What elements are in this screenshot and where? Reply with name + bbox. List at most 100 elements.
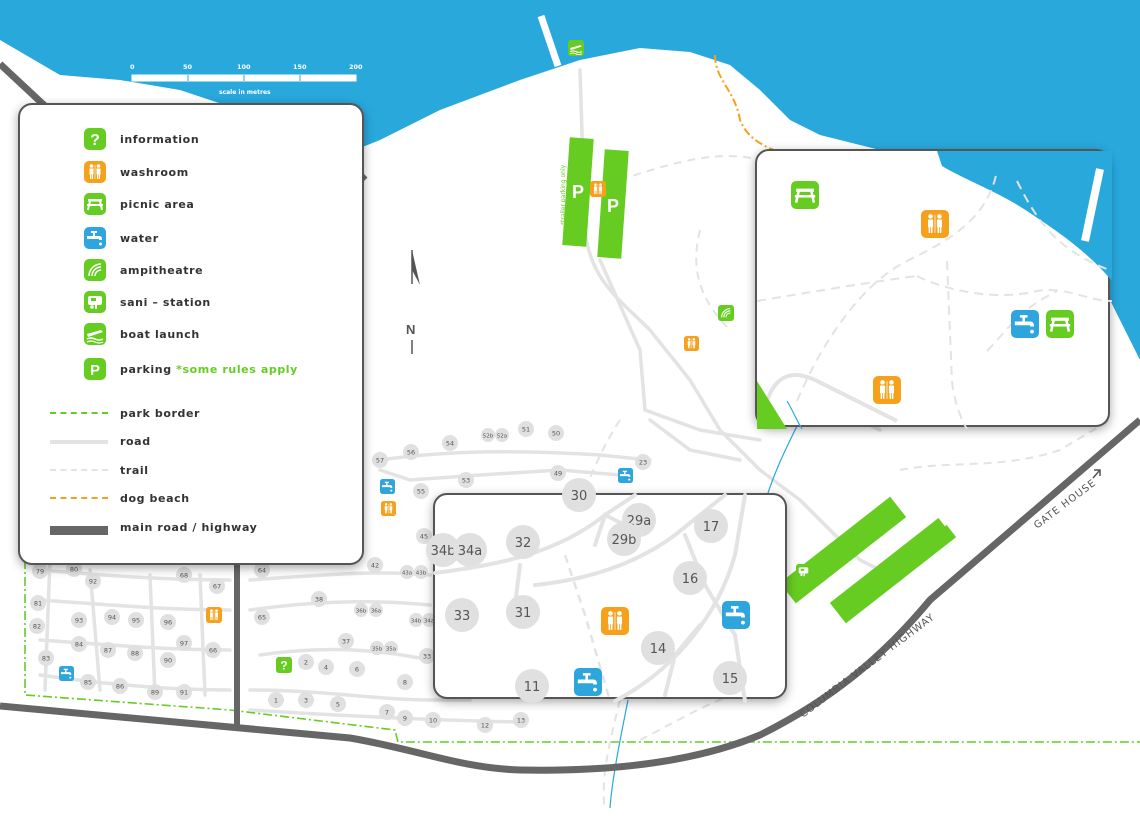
legend-label: washroom bbox=[120, 165, 189, 179]
campsite-68[interactable]: 68 bbox=[176, 567, 192, 583]
campsite-34b[interactable]: 34b bbox=[426, 533, 460, 567]
campsite-16[interactable]: 16 bbox=[673, 561, 707, 595]
campsite-31[interactable]: 31 bbox=[506, 595, 540, 629]
campsite-57[interactable]: 57 bbox=[372, 452, 388, 468]
campsite-34a[interactable]: 34a bbox=[422, 613, 436, 627]
scale-tick: 100 bbox=[237, 63, 251, 71]
campsite-5[interactable]: 5 bbox=[330, 696, 346, 712]
campsite-43b[interactable]: 43b bbox=[414, 565, 428, 579]
campsite-30[interactable]: 30 bbox=[562, 478, 596, 512]
washroom-icon bbox=[381, 501, 396, 516]
campsite-96[interactable]: 96 bbox=[160, 614, 176, 630]
campsite-80[interactable]: 80 bbox=[66, 561, 82, 577]
campsite-45[interactable]: 45 bbox=[416, 528, 432, 544]
campsite-35b[interactable]: 35b bbox=[370, 641, 384, 655]
campsite-35a[interactable]: 35a bbox=[384, 641, 398, 655]
campsite-84[interactable]: 84 bbox=[71, 636, 87, 652]
campsite-95[interactable]: 95 bbox=[128, 612, 144, 628]
campsite-4[interactable]: 4 bbox=[318, 659, 334, 675]
campsite-14[interactable]: 14 bbox=[641, 631, 675, 665]
campsite-29b[interactable]: 29b bbox=[607, 522, 641, 556]
washroom-icon bbox=[601, 607, 629, 635]
campsite-33[interactable]: 33 bbox=[419, 648, 435, 664]
campsite-97[interactable]: 97 bbox=[176, 635, 192, 651]
legend-line-road: road bbox=[20, 429, 362, 453]
campsite-65[interactable]: 65 bbox=[254, 609, 270, 625]
campsite-82[interactable]: 82 bbox=[29, 618, 45, 634]
campsite-number: 6 bbox=[355, 666, 359, 674]
campsite-52a[interactable]: 52a bbox=[495, 428, 509, 442]
campsite-number: 13 bbox=[517, 717, 525, 725]
campsite-13[interactable]: 13 bbox=[513, 712, 529, 728]
campsite-53[interactable]: 53 bbox=[458, 472, 474, 488]
campsite-34a[interactable]: 34a bbox=[453, 533, 487, 567]
campsite-1[interactable]: 1 bbox=[268, 692, 284, 708]
campsite-90[interactable]: 90 bbox=[160, 652, 176, 668]
campsite-88[interactable]: 88 bbox=[127, 645, 143, 661]
campsite-number: 9 bbox=[403, 715, 407, 723]
campsite-3[interactable]: 3 bbox=[298, 692, 314, 708]
campsite-91[interactable]: 91 bbox=[176, 684, 192, 700]
campsite-number: 81 bbox=[34, 600, 42, 608]
sani-station-icon bbox=[84, 291, 106, 313]
campsite-15[interactable]: 15 bbox=[713, 661, 747, 695]
campsite-17[interactable]: 17 bbox=[694, 509, 728, 543]
inset-parking bbox=[757, 381, 787, 429]
campsite-32[interactable]: 32 bbox=[506, 525, 540, 559]
campsite-87[interactable]: 87 bbox=[100, 642, 116, 658]
campsite-34b[interactable]: 34b bbox=[409, 613, 423, 627]
campsite-8[interactable]: 8 bbox=[397, 674, 413, 690]
campsite-43a[interactable]: 43a bbox=[400, 565, 414, 579]
campsite-86[interactable]: 86 bbox=[112, 678, 128, 694]
campsite-67[interactable]: 67 bbox=[209, 578, 225, 594]
campsite-55[interactable]: 55 bbox=[413, 483, 429, 499]
campsite-64[interactable]: 64 bbox=[254, 562, 270, 578]
campsite-2[interactable]: 2 bbox=[298, 654, 314, 670]
campsite-49[interactable]: 49 bbox=[550, 465, 566, 481]
campsite-number: 42 bbox=[371, 562, 379, 570]
campsite-38[interactable]: 38 bbox=[311, 591, 327, 607]
campsite-number: 91 bbox=[180, 689, 188, 697]
legend-label: road bbox=[120, 434, 151, 448]
campsite-51[interactable]: 51 bbox=[518, 421, 534, 437]
campsite-93[interactable]: 93 bbox=[71, 612, 87, 628]
campsite-12[interactable]: 12 bbox=[477, 717, 493, 733]
campsite-number: 55 bbox=[417, 488, 425, 496]
campsite-50[interactable]: 50 bbox=[548, 425, 564, 441]
campsite-number: 37 bbox=[342, 638, 350, 646]
campsite-42[interactable]: 42 bbox=[367, 557, 383, 573]
campsite-36b[interactable]: 36b bbox=[354, 603, 368, 617]
campsite-37[interactable]: 37 bbox=[338, 633, 354, 649]
campsite-92[interactable]: 92 bbox=[85, 573, 101, 589]
campsite-56[interactable]: 56 bbox=[403, 444, 419, 460]
campsite-11[interactable]: 11 bbox=[515, 669, 549, 703]
inset-map bbox=[756, 151, 1113, 430]
campsite-number: 33 bbox=[423, 653, 431, 661]
campsite-66[interactable]: 66 bbox=[205, 642, 221, 658]
campsite-7[interactable]: 7 bbox=[379, 704, 395, 720]
water-tap-icon bbox=[722, 601, 750, 629]
campsite-10[interactable]: 10 bbox=[425, 712, 441, 728]
campsite-94[interactable]: 94 bbox=[104, 609, 120, 625]
campsite-9[interactable]: 9 bbox=[397, 710, 413, 726]
legend-line-swatch bbox=[50, 440, 108, 444]
campsite-23[interactable]: 23 bbox=[635, 454, 651, 470]
campsite-number: 3 bbox=[304, 697, 308, 705]
legend-item-amphitheatre: ampitheatre bbox=[20, 258, 362, 282]
campsite-54[interactable]: 54 bbox=[442, 435, 458, 451]
campsite-85[interactable]: 85 bbox=[80, 674, 96, 690]
campsite-number: 93 bbox=[75, 617, 83, 625]
campsite-52b[interactable]: 52b bbox=[481, 428, 495, 442]
campsite-81[interactable]: 81 bbox=[30, 595, 46, 611]
washroom-icon bbox=[590, 181, 606, 197]
campsite-36a[interactable]: 36a bbox=[369, 603, 383, 617]
scale-tick: 0 bbox=[130, 63, 135, 71]
campsite-33[interactable]: 33 bbox=[445, 598, 479, 632]
picnic-table-icon bbox=[1046, 310, 1074, 338]
campsite-89[interactable]: 89 bbox=[147, 684, 163, 700]
campsite-number: 68 bbox=[180, 572, 188, 580]
campsite-79[interactable]: 79 bbox=[32, 563, 48, 579]
campsite-6[interactable]: 6 bbox=[349, 661, 365, 677]
campsite-83[interactable]: 83 bbox=[38, 650, 54, 666]
